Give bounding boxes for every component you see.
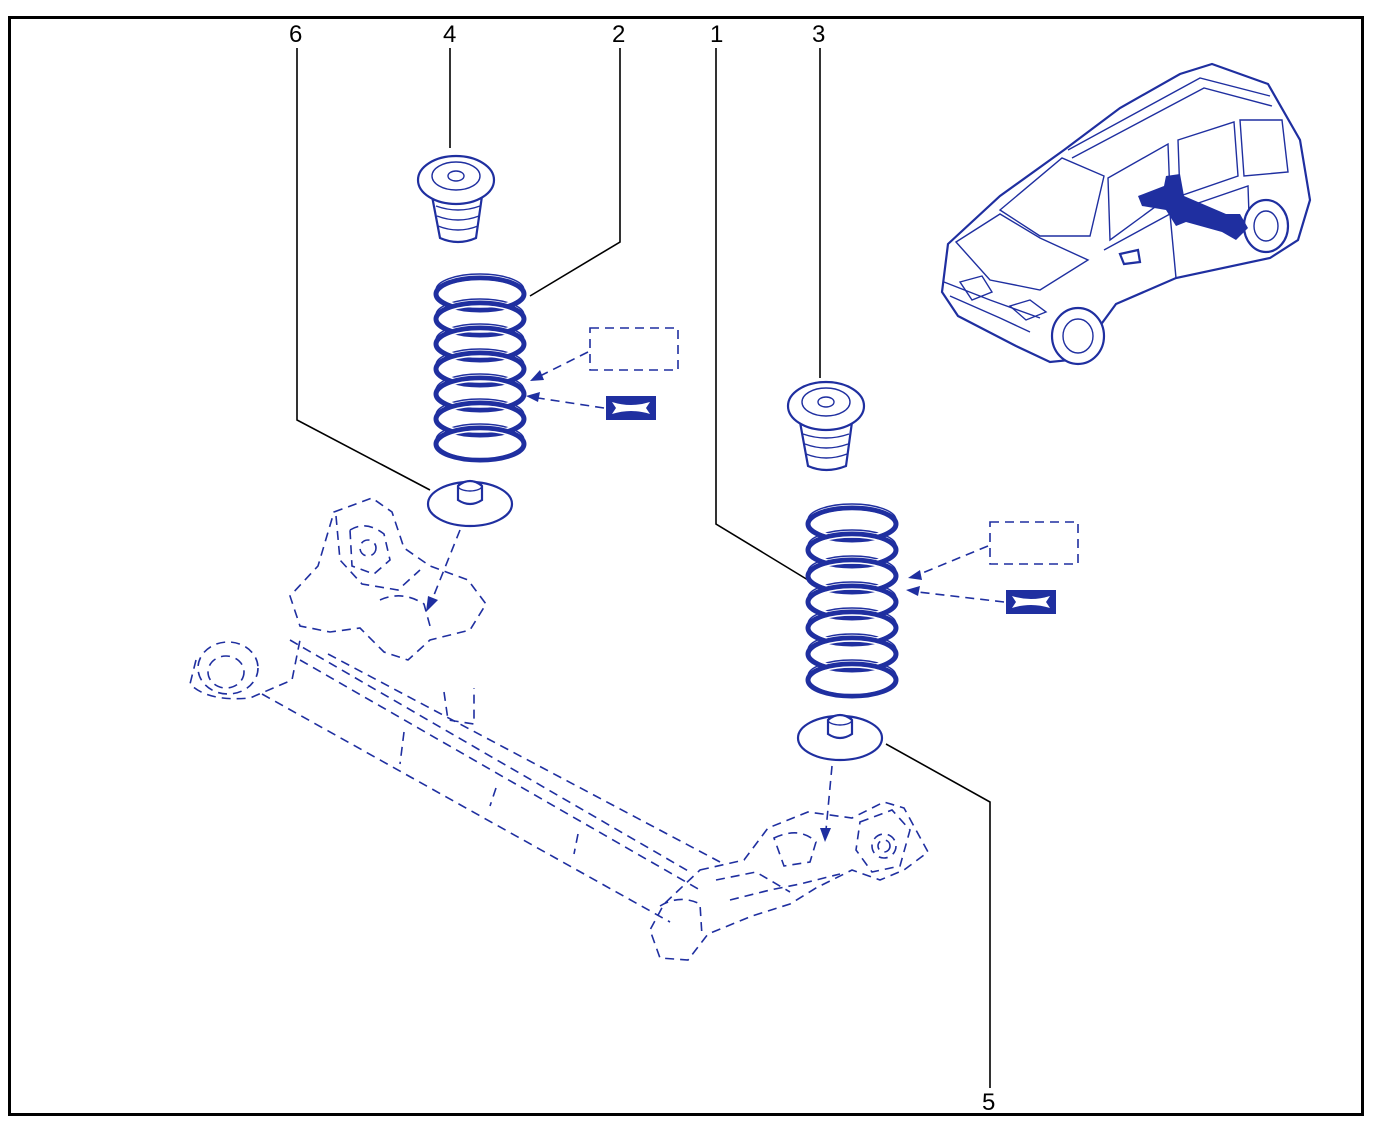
spring-coil: [805, 557, 899, 595]
spring-seat-right: [796, 713, 884, 762]
callout-1: 1: [710, 21, 723, 48]
spring-coil: [433, 425, 527, 463]
spring-coil: [433, 300, 527, 338]
leader-5: [885, 743, 991, 1088]
spring-coil-back: [807, 529, 897, 547]
spring-coil: [433, 350, 527, 388]
spring-coil-back: [435, 398, 525, 416]
callout-5: 5: [982, 1089, 995, 1116]
spring-coil: [433, 400, 527, 438]
spring-coil-back: [807, 581, 897, 599]
spring-coil-highlight: [440, 330, 520, 358]
spring-coil-back: [435, 348, 525, 366]
highlighted-rear-axle-icon: [1138, 174, 1248, 240]
spring-coil-back: [435, 423, 525, 441]
spring-coil-back: [807, 607, 897, 625]
spring-coil: [805, 661, 899, 699]
leader-2: [529, 48, 621, 297]
rear-axle-beam: [189, 497, 930, 961]
note-group-left: [526, 327, 679, 420]
spring-coil-back: [807, 659, 897, 677]
spring-coil-highlight: [440, 405, 520, 433]
spring-coil-highlight: [440, 380, 520, 408]
spring-coil-back: [435, 298, 525, 316]
spring-coil: [433, 325, 527, 363]
leader-lines: [296, 48, 991, 1088]
callout-4: 4: [443, 21, 456, 48]
leader-1: [715, 48, 809, 581]
spring-coil-back: [435, 273, 525, 291]
dashed-note-box-right: [989, 521, 1079, 565]
coil-spring-right: [805, 503, 899, 699]
spring-coil-back: [807, 633, 897, 651]
spring-coil: [433, 375, 527, 413]
callout-3: 3: [812, 21, 825, 48]
spring-coil: [805, 609, 899, 647]
spring-coil: [805, 583, 899, 621]
spring-coil-highlight: [440, 305, 520, 333]
note-group-right: [906, 521, 1079, 614]
coil-spring-left: [433, 273, 527, 463]
spring-coil-highlight: [812, 666, 892, 694]
spring-seat-left: [426, 479, 514, 528]
vehicle-location-icon: [940, 62, 1312, 366]
callout-2: 2: [612, 21, 625, 48]
bump-stop-left: [416, 154, 496, 244]
leader-6: [296, 48, 431, 491]
spring-coil: [805, 531, 899, 569]
spring-coil-highlight: [440, 430, 520, 458]
bump-stop-right: [786, 380, 866, 472]
spring-coil: [805, 635, 899, 673]
spring-coil-back: [435, 373, 525, 391]
spring-coil-highlight: [440, 355, 520, 383]
spring-coil: [805, 505, 899, 543]
spring-coil-back: [435, 323, 525, 341]
spring-coil-highlight: [440, 280, 520, 308]
callout-numbers: 6 4 2 1 3 5: [289, 21, 995, 1116]
assembly-arrows: [426, 529, 833, 842]
spring-coil-back: [807, 555, 897, 573]
spring-coil-back: [807, 503, 897, 521]
dashed-note-box-left: [589, 327, 679, 371]
spring-coil: [433, 275, 527, 313]
callout-6: 6: [289, 21, 302, 48]
